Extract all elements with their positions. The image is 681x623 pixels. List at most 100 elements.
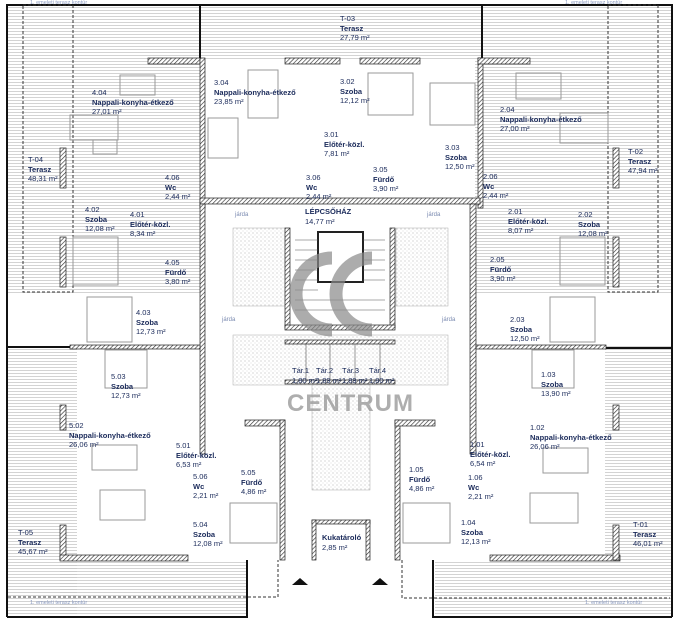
room-name: Előtér-közl. bbox=[176, 450, 217, 460]
room-name: Szoba bbox=[445, 152, 468, 162]
room-area: 1,89 m² bbox=[316, 375, 342, 385]
room-code: Tár.2 bbox=[316, 366, 334, 375]
room-name: Előtér-közl. bbox=[470, 449, 511, 459]
room-area: 12,73 m² bbox=[136, 327, 166, 336]
room-code: 5.03 bbox=[111, 372, 126, 381]
room-area: 12,08 m² bbox=[578, 229, 608, 238]
room-area: 12,08 m² bbox=[85, 224, 115, 233]
room-area: 12,13 m² bbox=[461, 537, 491, 546]
room-code: 4.04 bbox=[92, 88, 107, 97]
room-code: 1.04 bbox=[461, 518, 476, 527]
walkway-label: járda bbox=[427, 212, 441, 218]
room-code: T-04 bbox=[28, 155, 44, 164]
room-name: Wc bbox=[165, 182, 177, 192]
room-name: Előtér-közl. bbox=[130, 219, 171, 229]
room-code: 1.06 bbox=[468, 473, 483, 482]
room-area: 2,44 m² bbox=[165, 192, 191, 201]
entrance-arrows bbox=[292, 578, 388, 585]
walls bbox=[59, 57, 621, 562]
room-name: Fürdő bbox=[165, 267, 187, 277]
room-area: 27,00 m² bbox=[500, 124, 530, 133]
terrace-contour-label: 1. emeleti terasz kontúr bbox=[30, 600, 88, 606]
room-name: Szoba bbox=[136, 317, 159, 327]
room-name: Terasz bbox=[28, 164, 52, 174]
furniture bbox=[69, 69, 609, 544]
room-code: T-03 bbox=[340, 14, 356, 23]
room-code: 3.03 bbox=[445, 143, 460, 152]
room-name: Fürdő bbox=[373, 174, 395, 184]
room-code: T-01 bbox=[633, 520, 649, 529]
room-area: 4,86 m² bbox=[409, 484, 435, 493]
room-area: 6,53 m² bbox=[176, 460, 202, 469]
room-code: 5.01 bbox=[176, 441, 191, 450]
room-code: 5.02 bbox=[69, 421, 84, 430]
room-area: 8,34 m² bbox=[130, 229, 156, 238]
room-area: 26,06 m² bbox=[69, 440, 99, 449]
room-area: 12,50 m² bbox=[510, 334, 540, 343]
terrace-contour-label: 1. emeleti terasz kontúr bbox=[565, 0, 623, 6]
room-name: Wc bbox=[468, 482, 480, 492]
room-name: Előtér-közl. bbox=[508, 216, 549, 226]
room-name: Szoba bbox=[541, 379, 564, 389]
room-code: 4.02 bbox=[85, 205, 100, 214]
room-area: 27,01 m² bbox=[92, 107, 122, 116]
room-code: 3.04 bbox=[214, 78, 229, 87]
outer-outline bbox=[6, 4, 673, 618]
room-area: 2,85 m² bbox=[322, 542, 348, 552]
room-name: Szoba bbox=[85, 214, 108, 224]
room-name: Nappali-konyha-étkező bbox=[214, 87, 296, 97]
room-name: Nappali-konyha-étkező bbox=[500, 114, 582, 124]
terrace-contour-lines bbox=[8, 4, 670, 599]
room-code: Tár.4 bbox=[369, 366, 387, 375]
room-code: 5.04 bbox=[193, 520, 208, 529]
room-code: 3.01 bbox=[324, 130, 339, 139]
room-name: Kukatároló bbox=[322, 533, 362, 542]
room-code: 2.03 bbox=[510, 315, 525, 324]
room-name: Terasz bbox=[18, 537, 42, 547]
room-area: 26,06 m² bbox=[530, 442, 560, 451]
room-code: Tár.3 bbox=[342, 366, 360, 375]
room-name: Nappali-konyha-étkező bbox=[92, 97, 174, 107]
room-area: 27,79 m² bbox=[340, 33, 370, 42]
walkway-label: járda bbox=[442, 317, 456, 323]
room-name: Terasz bbox=[340, 23, 364, 33]
room-area: 6,54 m² bbox=[470, 459, 496, 468]
room-area: 47,94 m² bbox=[628, 166, 658, 175]
room-area: 12,08 m² bbox=[193, 539, 223, 548]
room-area: 2,21 m² bbox=[193, 491, 219, 500]
room-code: 1.05 bbox=[409, 465, 424, 474]
terraces bbox=[7, 5, 672, 615]
room-code: 2.01 bbox=[508, 207, 523, 216]
room-area: 3,80 m² bbox=[165, 277, 191, 286]
room-name: Szoba bbox=[111, 381, 134, 391]
room-code: 5.05 bbox=[241, 468, 256, 477]
room-name: Előtér-közl. bbox=[324, 139, 365, 149]
room-name: Fürdő bbox=[409, 474, 431, 484]
room-area: 12,73 m² bbox=[111, 391, 141, 400]
room-area: 8,07 m² bbox=[508, 226, 534, 235]
room-code: 3.05 bbox=[373, 165, 388, 174]
room-area: 7,81 m² bbox=[324, 149, 350, 158]
